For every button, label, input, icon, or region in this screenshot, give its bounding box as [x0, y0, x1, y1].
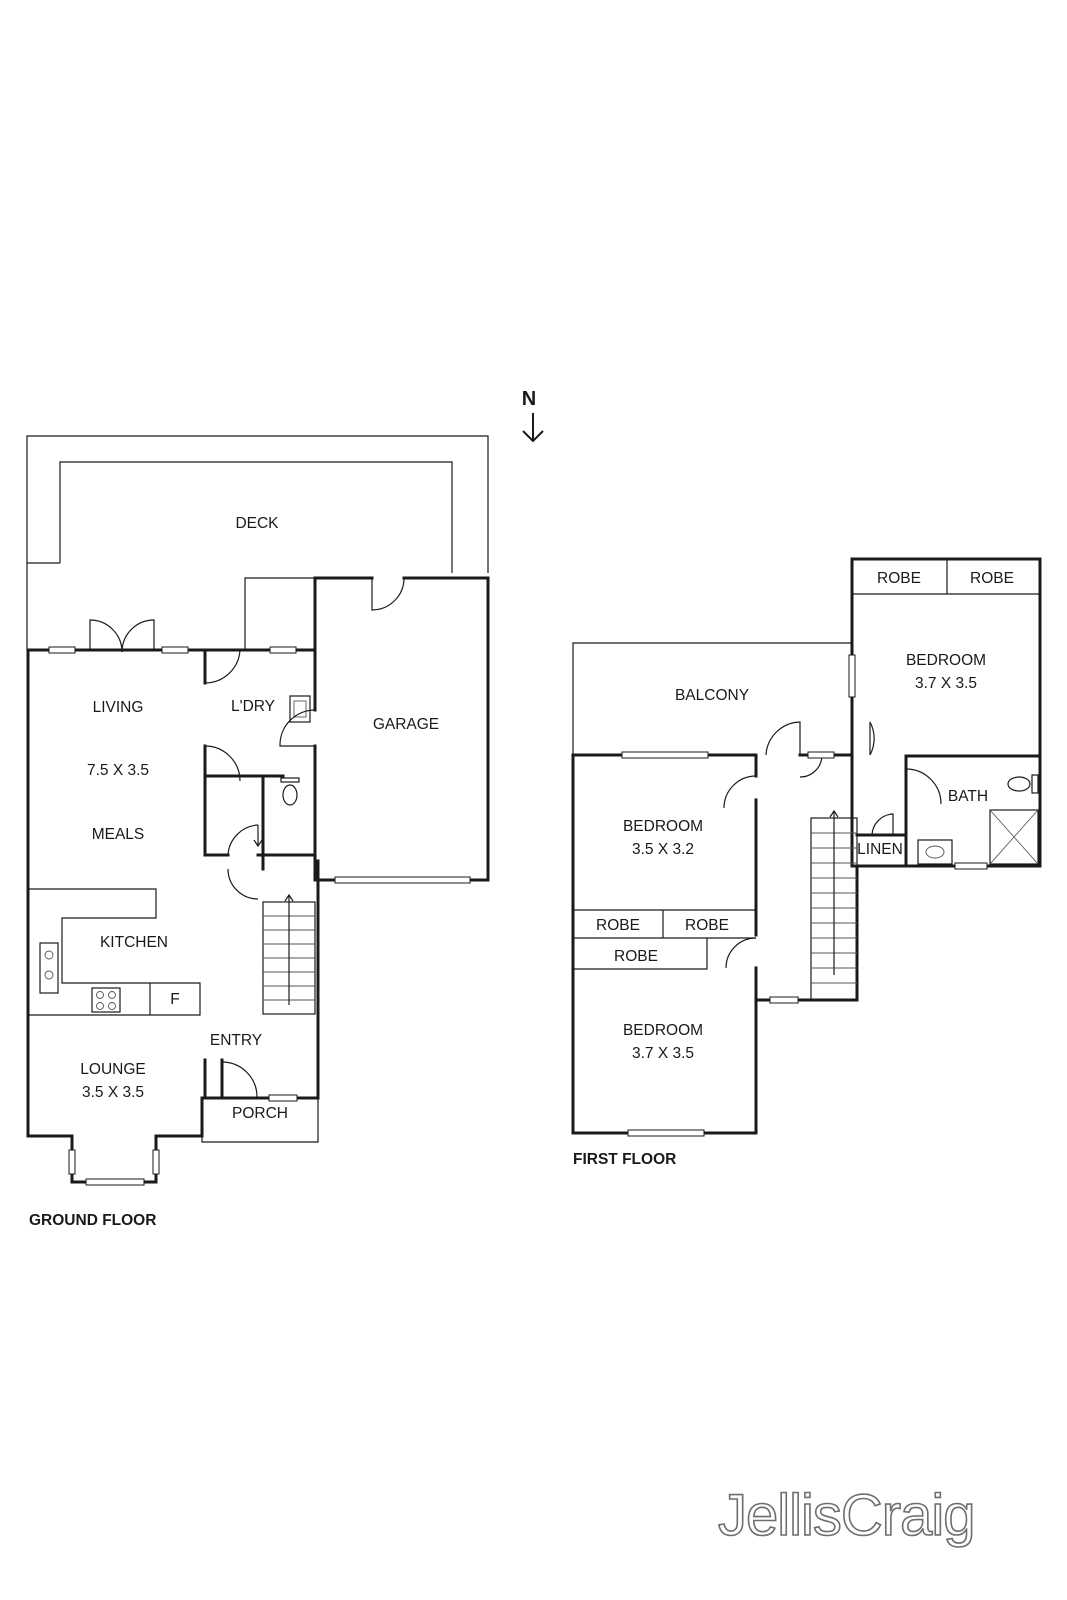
room-label-living: LIVING [93, 699, 144, 716]
ground-floor-walls [26, 576, 490, 1184]
room-dims-bedroom-2: 3.5 X 3.2 [632, 841, 694, 858]
room-label-kitchen: KITCHEN [100, 934, 168, 951]
room-label-lounge: LOUNGE [80, 1061, 145, 1078]
ground-doors [89, 577, 405, 1098]
ground-windows [48, 646, 471, 1186]
room-label-bedroom-2: BEDROOM [623, 818, 703, 835]
room-dims-bedroom-3: 3.7 X 3.5 [632, 1045, 694, 1062]
fridge-label: F [170, 991, 179, 1008]
toilet-icon [280, 777, 300, 783]
robe-label-2: ROBE [970, 570, 1014, 587]
ground-floor-plan: DECK LIVING 7.5 X 3.5 MEALS L'DRY GARAGE… [26, 435, 490, 1229]
kitchen-bench [29, 888, 201, 1016]
ground-floor-title: GROUND FLOOR [29, 1212, 156, 1229]
room-label-bath: BATH [948, 788, 988, 805]
room-label-laundry: L'DRY [231, 698, 275, 715]
first-staircase [810, 809, 858, 1001]
robe-label-1: ROBE [877, 570, 921, 587]
room-label-linen: LINEN [857, 841, 903, 858]
room-dims-bedroom-1: 3.7 X 3.5 [915, 675, 977, 692]
robe-label-5: ROBE [614, 948, 658, 965]
first-windows [621, 654, 988, 1137]
room-label-porch: PORCH [232, 1105, 288, 1122]
north-label: N [522, 388, 536, 410]
first-floor-plan: BALCONY ROBE ROBE BEDROOM 3.7 X 3.5 BATH… [571, 557, 1042, 1168]
first-doors [723, 721, 942, 969]
room-label-meals: MEALS [92, 826, 145, 843]
room-label-bedroom-1: BEDROOM [906, 652, 986, 669]
room-label-bedroom-3: BEDROOM [623, 1022, 703, 1039]
brand-logo: JellisCraig [718, 1483, 975, 1548]
north-arrow: N [522, 388, 544, 443]
room-dims-lounge: 3.5 X 3.5 [82, 1084, 144, 1101]
room-label-deck: DECK [235, 515, 279, 532]
room-label-balcony: BALCONY [675, 687, 749, 704]
room-dims-living: 7.5 X 3.5 [87, 762, 149, 779]
laundry-tub-icon [289, 695, 311, 723]
deck-area [26, 435, 489, 650]
first-floor-title: FIRST FLOOR [573, 1151, 676, 1168]
first-floor-robes [573, 909, 756, 970]
robe-label-4: ROBE [685, 917, 729, 934]
bath-fixtures [917, 774, 1039, 865]
room-label-garage: GARAGE [373, 716, 439, 733]
room-label-entry: ENTRY [210, 1032, 262, 1049]
ground-staircase [262, 893, 316, 1015]
robe-label-3: ROBE [596, 917, 640, 934]
